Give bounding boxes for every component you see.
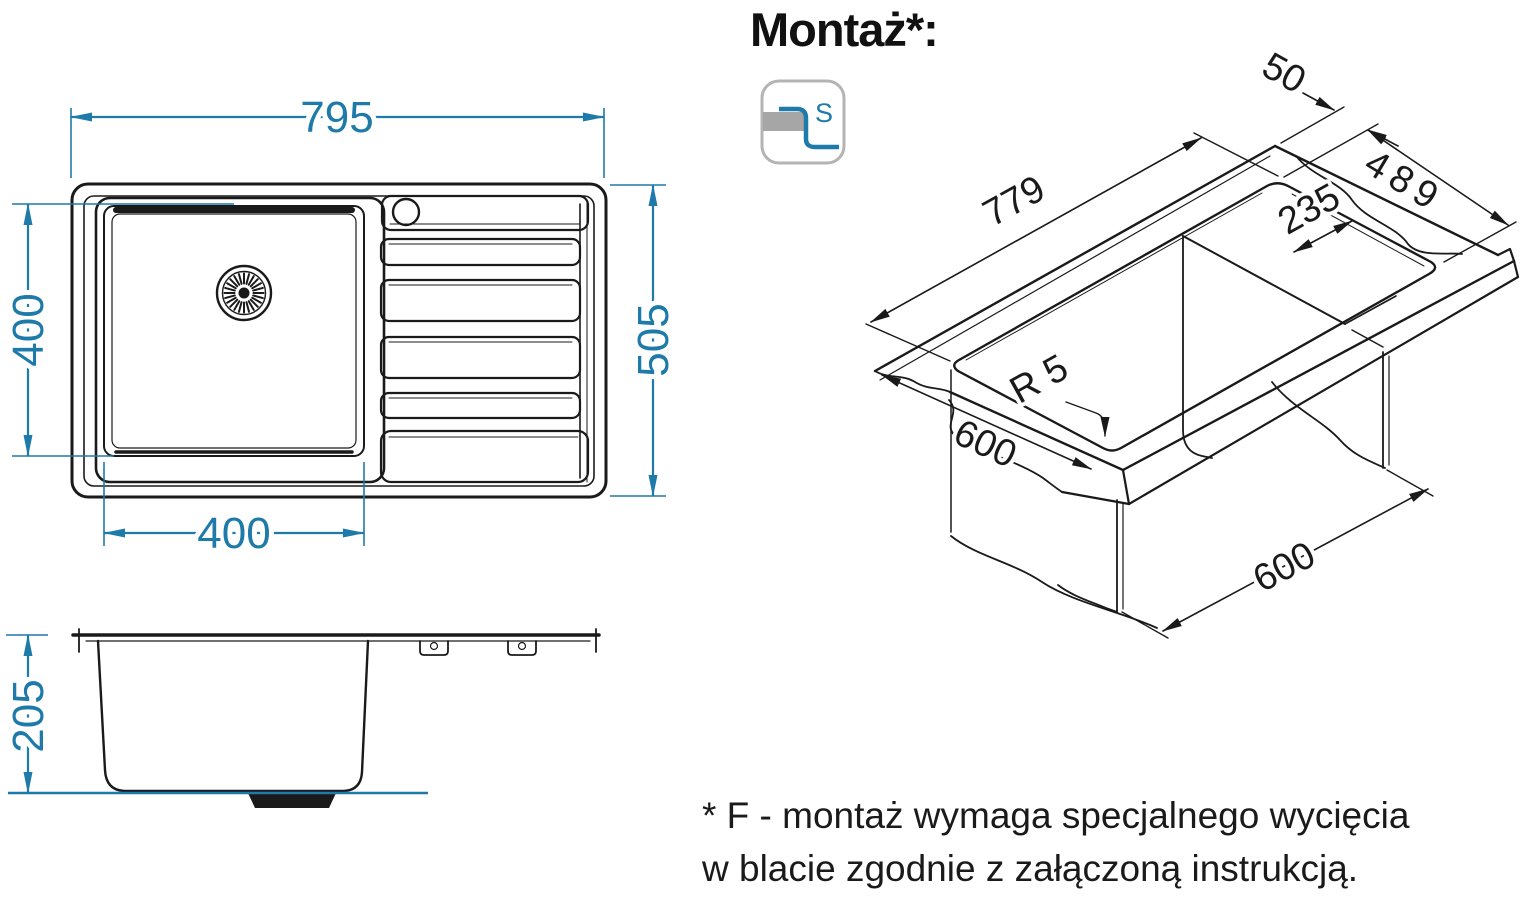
dimension-bowl-depth: 400 bbox=[0, 203, 234, 457]
drain-strainer-icon bbox=[215, 264, 273, 322]
dimension-bowl-width: 400 bbox=[103, 462, 365, 563]
bowl-width-label: 400 bbox=[197, 509, 270, 558]
drainboard bbox=[379, 194, 590, 484]
sink-outer-edge bbox=[70, 182, 608, 499]
mounting-clips bbox=[419, 640, 537, 656]
footnote: * F - montaż wymaga specjalnego wycięcia… bbox=[702, 790, 1502, 895]
cabinet-lines bbox=[950, 235, 1397, 629]
side-view: 205 bbox=[0, 628, 601, 808]
worktop-depth-label: 600 bbox=[947, 412, 1022, 477]
drain-outlet bbox=[247, 791, 337, 808]
drainboard-grooves bbox=[379, 237, 590, 484]
mounting-letter: S bbox=[815, 98, 833, 128]
dimension-overall-depth: 505 bbox=[610, 184, 683, 497]
bowl-profile bbox=[96, 639, 370, 793]
cabinet-width-label: 600 bbox=[1247, 534, 1323, 601]
page-title: Montaż*: bbox=[750, 3, 939, 56]
faucet-hole bbox=[391, 197, 421, 227]
corner-radius-label: R 5 bbox=[1003, 347, 1075, 412]
worktop-section-icon bbox=[763, 112, 806, 131]
bowl bbox=[94, 196, 386, 484]
installation-iso-view: 779 50 489 235 R 5 600 600 bbox=[865, 41, 1520, 639]
top-view: 795 505 400 400 bbox=[0, 88, 683, 563]
footnote-line-1: * F - montaż wymaga specjalnego wycięcia bbox=[702, 795, 1410, 836]
iso-dimensions: 779 50 489 235 R 5 600 600 bbox=[865, 41, 1517, 639]
cutout-length-label: 779 bbox=[976, 168, 1052, 235]
overall-width-label: 795 bbox=[300, 93, 373, 142]
mounting-type-icon: S bbox=[760, 79, 846, 165]
overall-depth-label: 505 bbox=[629, 303, 678, 376]
faucet-panel bbox=[380, 194, 590, 232]
dimension-bowl-height: 205 bbox=[0, 634, 58, 794]
flush-mount-profile-icon bbox=[779, 106, 839, 150]
bowl-depth-label: 400 bbox=[4, 293, 53, 366]
bowl-height-label: 205 bbox=[4, 679, 53, 752]
sink-rim-line bbox=[83, 195, 595, 487]
dimension-overall-width: 795 bbox=[70, 88, 605, 178]
footnote-line-2: w blacie zgodnie z załączoną instrukcją. bbox=[702, 847, 1359, 889]
